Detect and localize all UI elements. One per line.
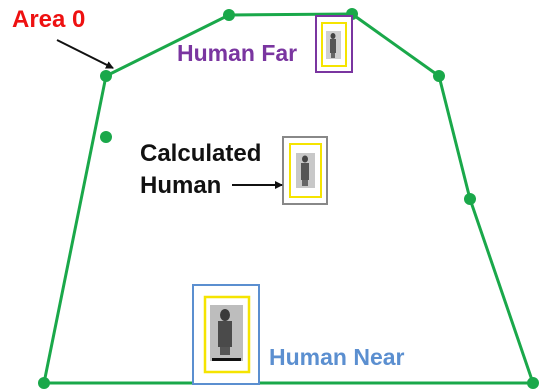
- vertex-point[interactable]: [223, 9, 235, 21]
- human-far-label: Human Far: [177, 40, 298, 66]
- calculated-human-label-line2: Human: [140, 172, 222, 199]
- vertex-point[interactable]: [100, 131, 112, 143]
- calculated-human-box: [282, 136, 328, 205]
- vertex-point[interactable]: [100, 70, 112, 82]
- calculated-human-label-line1: Calculated: [140, 140, 262, 167]
- vertex-point[interactable]: [433, 70, 445, 82]
- vertex-point[interactable]: [38, 377, 50, 389]
- area-vertices: [38, 8, 539, 389]
- vertex-point[interactable]: [527, 377, 539, 389]
- area-arrow: [56, 39, 114, 69]
- human-near-box: [192, 284, 260, 385]
- human-far-box: [315, 15, 353, 73]
- human-near-label: Human Near: [269, 344, 405, 370]
- area-label: Area 0: [12, 6, 86, 33]
- vertex-point[interactable]: [464, 193, 476, 205]
- area-polygon: [42, 12, 535, 385]
